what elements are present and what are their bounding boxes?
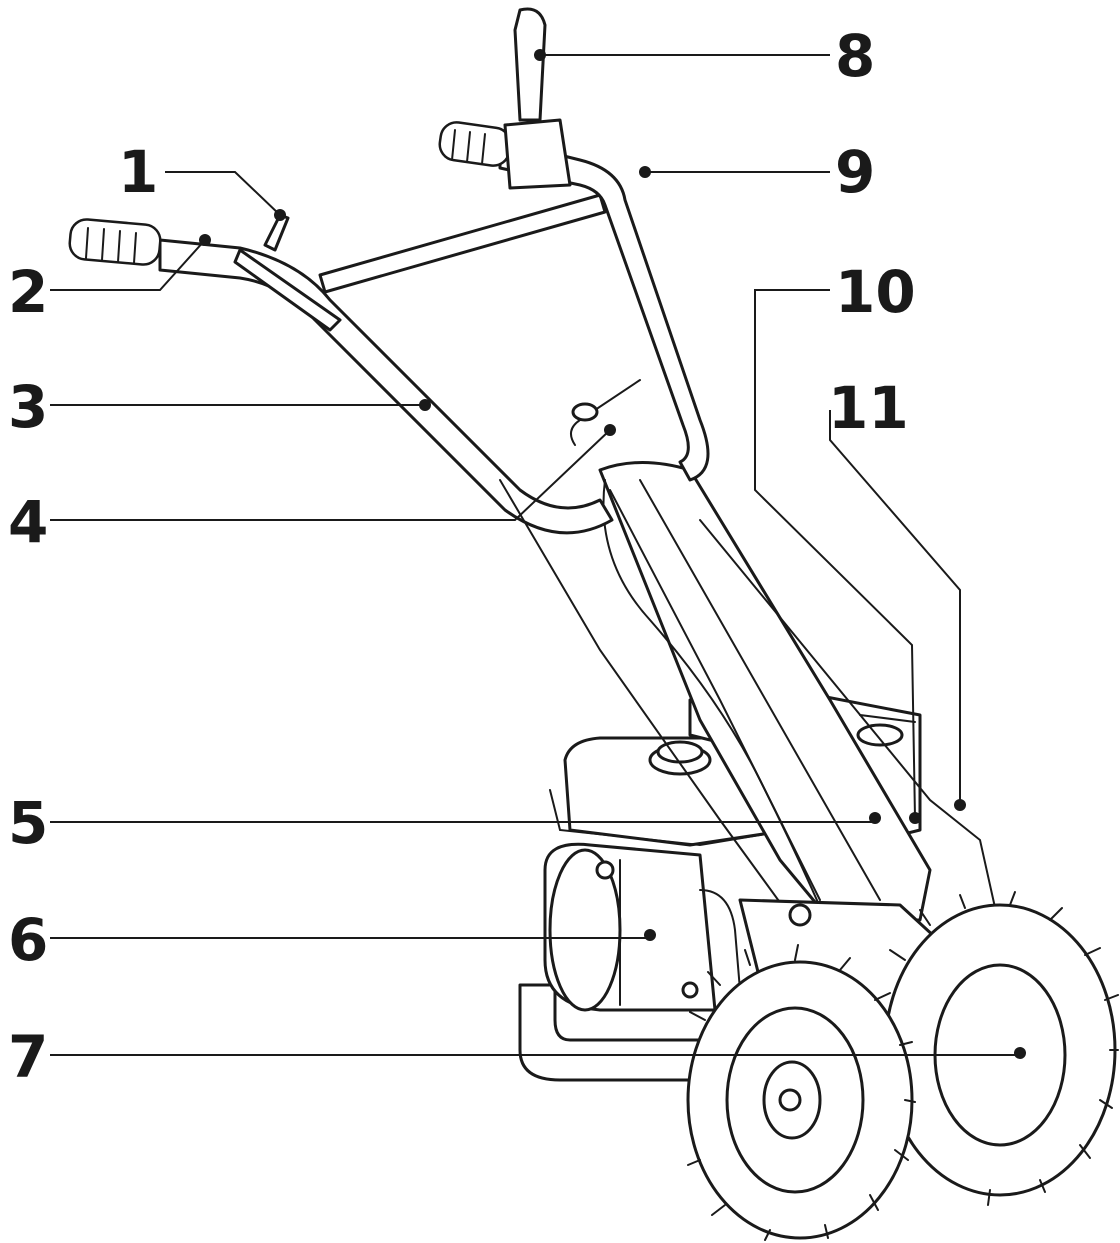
callout-5: 5 [8,789,48,857]
callout-8: 8 [835,22,875,90]
gear-lever [513,7,547,122]
tiller-illustration [68,7,1119,1241]
callout-1: 1 [118,138,158,206]
callout-11: 11 [828,374,909,442]
callout-4: 4 [8,488,48,556]
callout-10: 10 [835,258,916,326]
right-grip [438,121,512,167]
callout-3: 3 [8,373,48,441]
right-handlebar [498,138,710,482]
callout-9: 9 [835,138,875,206]
left-handlebar [158,238,614,535]
left-grip [68,218,162,266]
callout-6: 6 [8,906,48,974]
callout-7: 7 [8,1023,48,1091]
callout-leaders [50,49,1026,1059]
callout-numbers: 1 2 3 4 5 6 7 8 9 10 11 [8,22,916,1091]
callout-2: 2 [8,258,48,326]
